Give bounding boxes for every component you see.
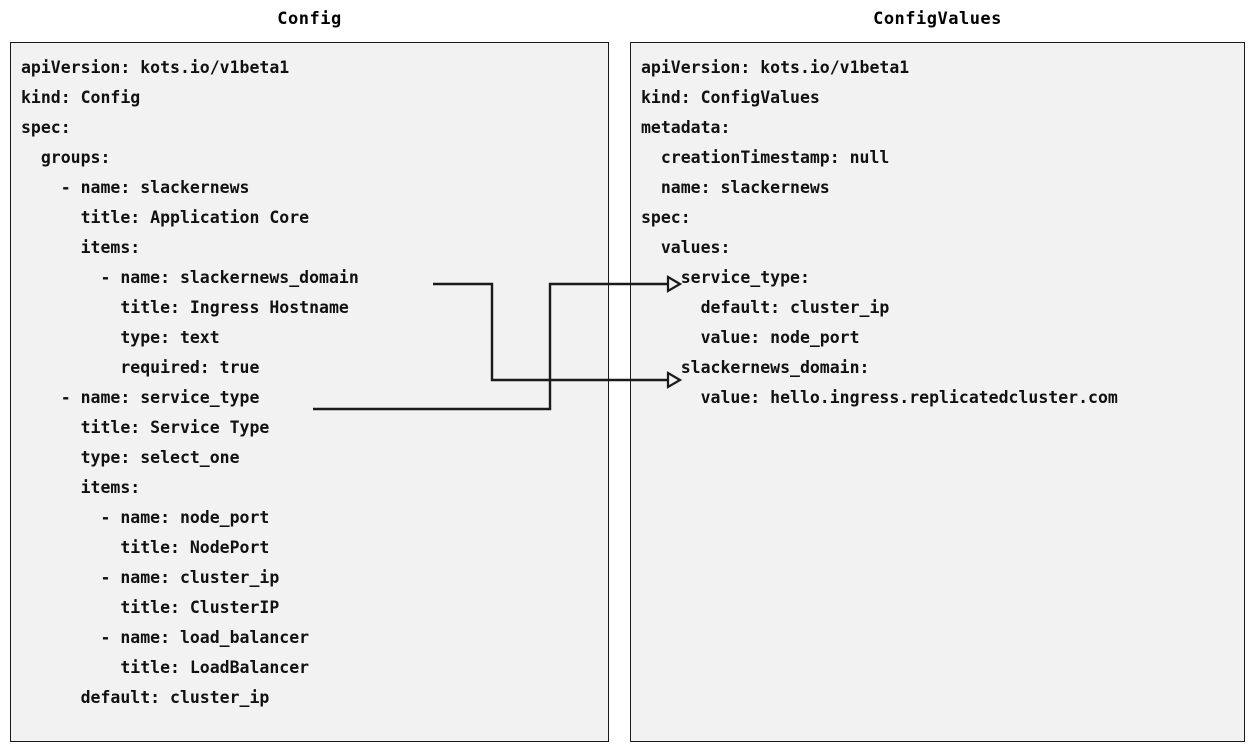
yaml-line: items: [21, 238, 141, 257]
yaml-line: - name: slackernews_domain [21, 268, 359, 287]
yaml-line: - name: slackernews [21, 178, 250, 197]
yaml-line: slackernews_domain: [641, 358, 870, 377]
configvalues-yaml-panel: apiVersion: kots.io/v1beta1 kind: ConfigV… [630, 42, 1245, 742]
yaml-line: title: Application Core [21, 208, 310, 227]
configvalues-panel-title: ConfigValues [873, 9, 1002, 29]
configvalues-yaml-body: apiVersion: kots.io/v1beta1 kind: ConfigV… [631, 43, 1244, 413]
config-yaml-panel: apiVersion: kots.io/v1beta1 kind: Config s… [10, 42, 609, 742]
yaml-line: required: true [21, 358, 260, 377]
yaml-line: value: node_port [641, 328, 860, 347]
yaml-line: name: slackernews [641, 178, 830, 197]
yaml-line: title: ClusterIP [21, 598, 280, 617]
yaml-line: apiVersion: kots.io/v1beta1 [21, 58, 290, 77]
yaml-line: type: text [21, 328, 220, 347]
yaml-line: creationTimestamp: null [641, 148, 890, 167]
yaml-line: spec: [641, 208, 691, 227]
yaml-line: kind: ConfigValues [641, 88, 820, 107]
yaml-line: - name: load_balancer [21, 628, 310, 647]
yaml-line: items: [21, 478, 141, 497]
config-panel-title: Config [277, 9, 342, 29]
yaml-line: title: Ingress Hostname [21, 298, 349, 317]
yaml-line: title: NodePort [21, 538, 270, 557]
yaml-line: values: [641, 238, 731, 257]
yaml-line: groups: [21, 148, 111, 167]
config-yaml-body: apiVersion: kots.io/v1beta1 kind: Config s… [11, 43, 608, 713]
yaml-line: default: cluster_ip [641, 298, 890, 317]
yaml-line: service_type: [641, 268, 810, 287]
yaml-line: title: LoadBalancer [21, 658, 310, 677]
yaml-line: - name: cluster_ip [21, 568, 280, 587]
yaml-line: default: cluster_ip [21, 688, 270, 707]
yaml-line: metadata: [641, 118, 731, 137]
yaml-line: apiVersion: kots.io/v1beta1 [641, 58, 910, 77]
yaml-line: - name: node_port [21, 508, 270, 527]
yaml-line: value: hello.ingress.replicatedcluster.c… [641, 388, 1118, 407]
yaml-line: type: select_one [21, 448, 240, 467]
yaml-line: title: Service Type [21, 418, 270, 437]
yaml-line: spec: [21, 118, 71, 137]
yaml-line: - name: service_type [21, 388, 260, 407]
yaml-line: kind: Config [21, 88, 141, 107]
